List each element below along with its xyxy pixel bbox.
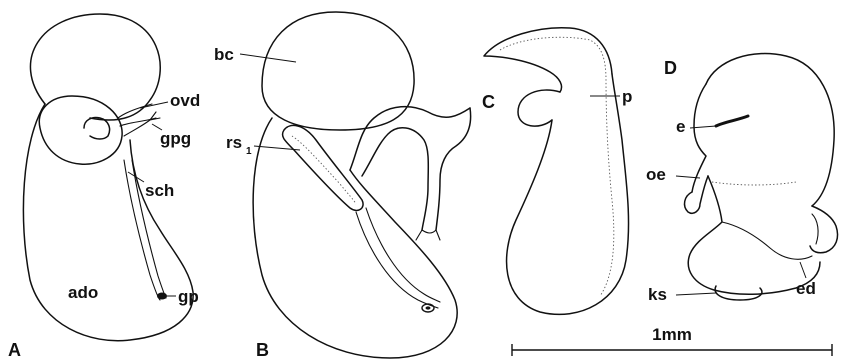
label-bc: bc (214, 45, 234, 64)
label-oe: oe (646, 165, 666, 184)
label-rs: rs (226, 133, 242, 152)
panel-b-duct (356, 212, 438, 308)
panel-c-drawing (484, 28, 629, 315)
label-p: p (622, 87, 632, 106)
label-gpg: gpg (160, 129, 191, 148)
panel-c-knob (518, 90, 560, 126)
label-rs-subscript: 1 (246, 146, 252, 157)
panel-b-genital-pore-center (426, 306, 431, 309)
panel-d-e-structure (716, 116, 748, 126)
panel-a-drawing (23, 14, 193, 341)
panel-d-ks-lobe (715, 286, 762, 300)
panel-b-bursa (262, 12, 414, 130)
panel-b-terminal-fork (416, 230, 440, 240)
leader-ed (800, 262, 806, 278)
panel-label-a: A (8, 340, 21, 360)
panel-a-genital-pore (157, 293, 167, 300)
leader-bc (240, 54, 296, 62)
panel-c-hook (484, 28, 612, 92)
label-ks: ks (648, 285, 667, 304)
scale-bar (512, 344, 832, 356)
panel-label-d: D (664, 58, 677, 78)
panel-d-drawing (676, 54, 838, 300)
panel-label-c: C (482, 92, 495, 112)
panel-a-oviduct (118, 104, 156, 126)
panel-d-left-side (692, 84, 706, 192)
panel-d-ed-duct-inner (812, 214, 818, 244)
panel-d-ed-duct (810, 206, 838, 253)
leader-ks (676, 293, 716, 295)
panel-a-gpg-duct (124, 112, 160, 136)
panel-b-receptaculum-inner (292, 136, 356, 204)
panel-a-bursa (30, 14, 160, 120)
panel-b-branch-outer (436, 108, 471, 230)
panel-c-main-body (507, 74, 629, 314)
panel-d-upper-body (706, 54, 834, 206)
scale-bar-label: 1mm (652, 325, 692, 344)
label-ovd: ovd (170, 91, 200, 110)
label-sch: sch (145, 181, 174, 200)
panel-label-b: B (256, 340, 269, 360)
label-e: e (676, 117, 685, 136)
panel-d-stipple (712, 182, 796, 185)
panel-b-duct-inner (366, 208, 440, 302)
panel-a-coil-inner (84, 117, 110, 139)
panel-d-lower-body (688, 176, 820, 294)
panel-c-internal-lining (500, 37, 614, 296)
panel-d-inner-coil (722, 222, 812, 259)
label-ed: ed (796, 279, 816, 298)
label-gp: gp (178, 287, 199, 306)
leader-rs1 (254, 146, 300, 150)
label-ado: ado (68, 283, 98, 302)
panel-b-drawing (240, 12, 471, 358)
panel-b-oviduct-branch (350, 107, 470, 230)
leader-ovd (140, 102, 168, 108)
panel-d-oe-lobe (685, 176, 708, 213)
